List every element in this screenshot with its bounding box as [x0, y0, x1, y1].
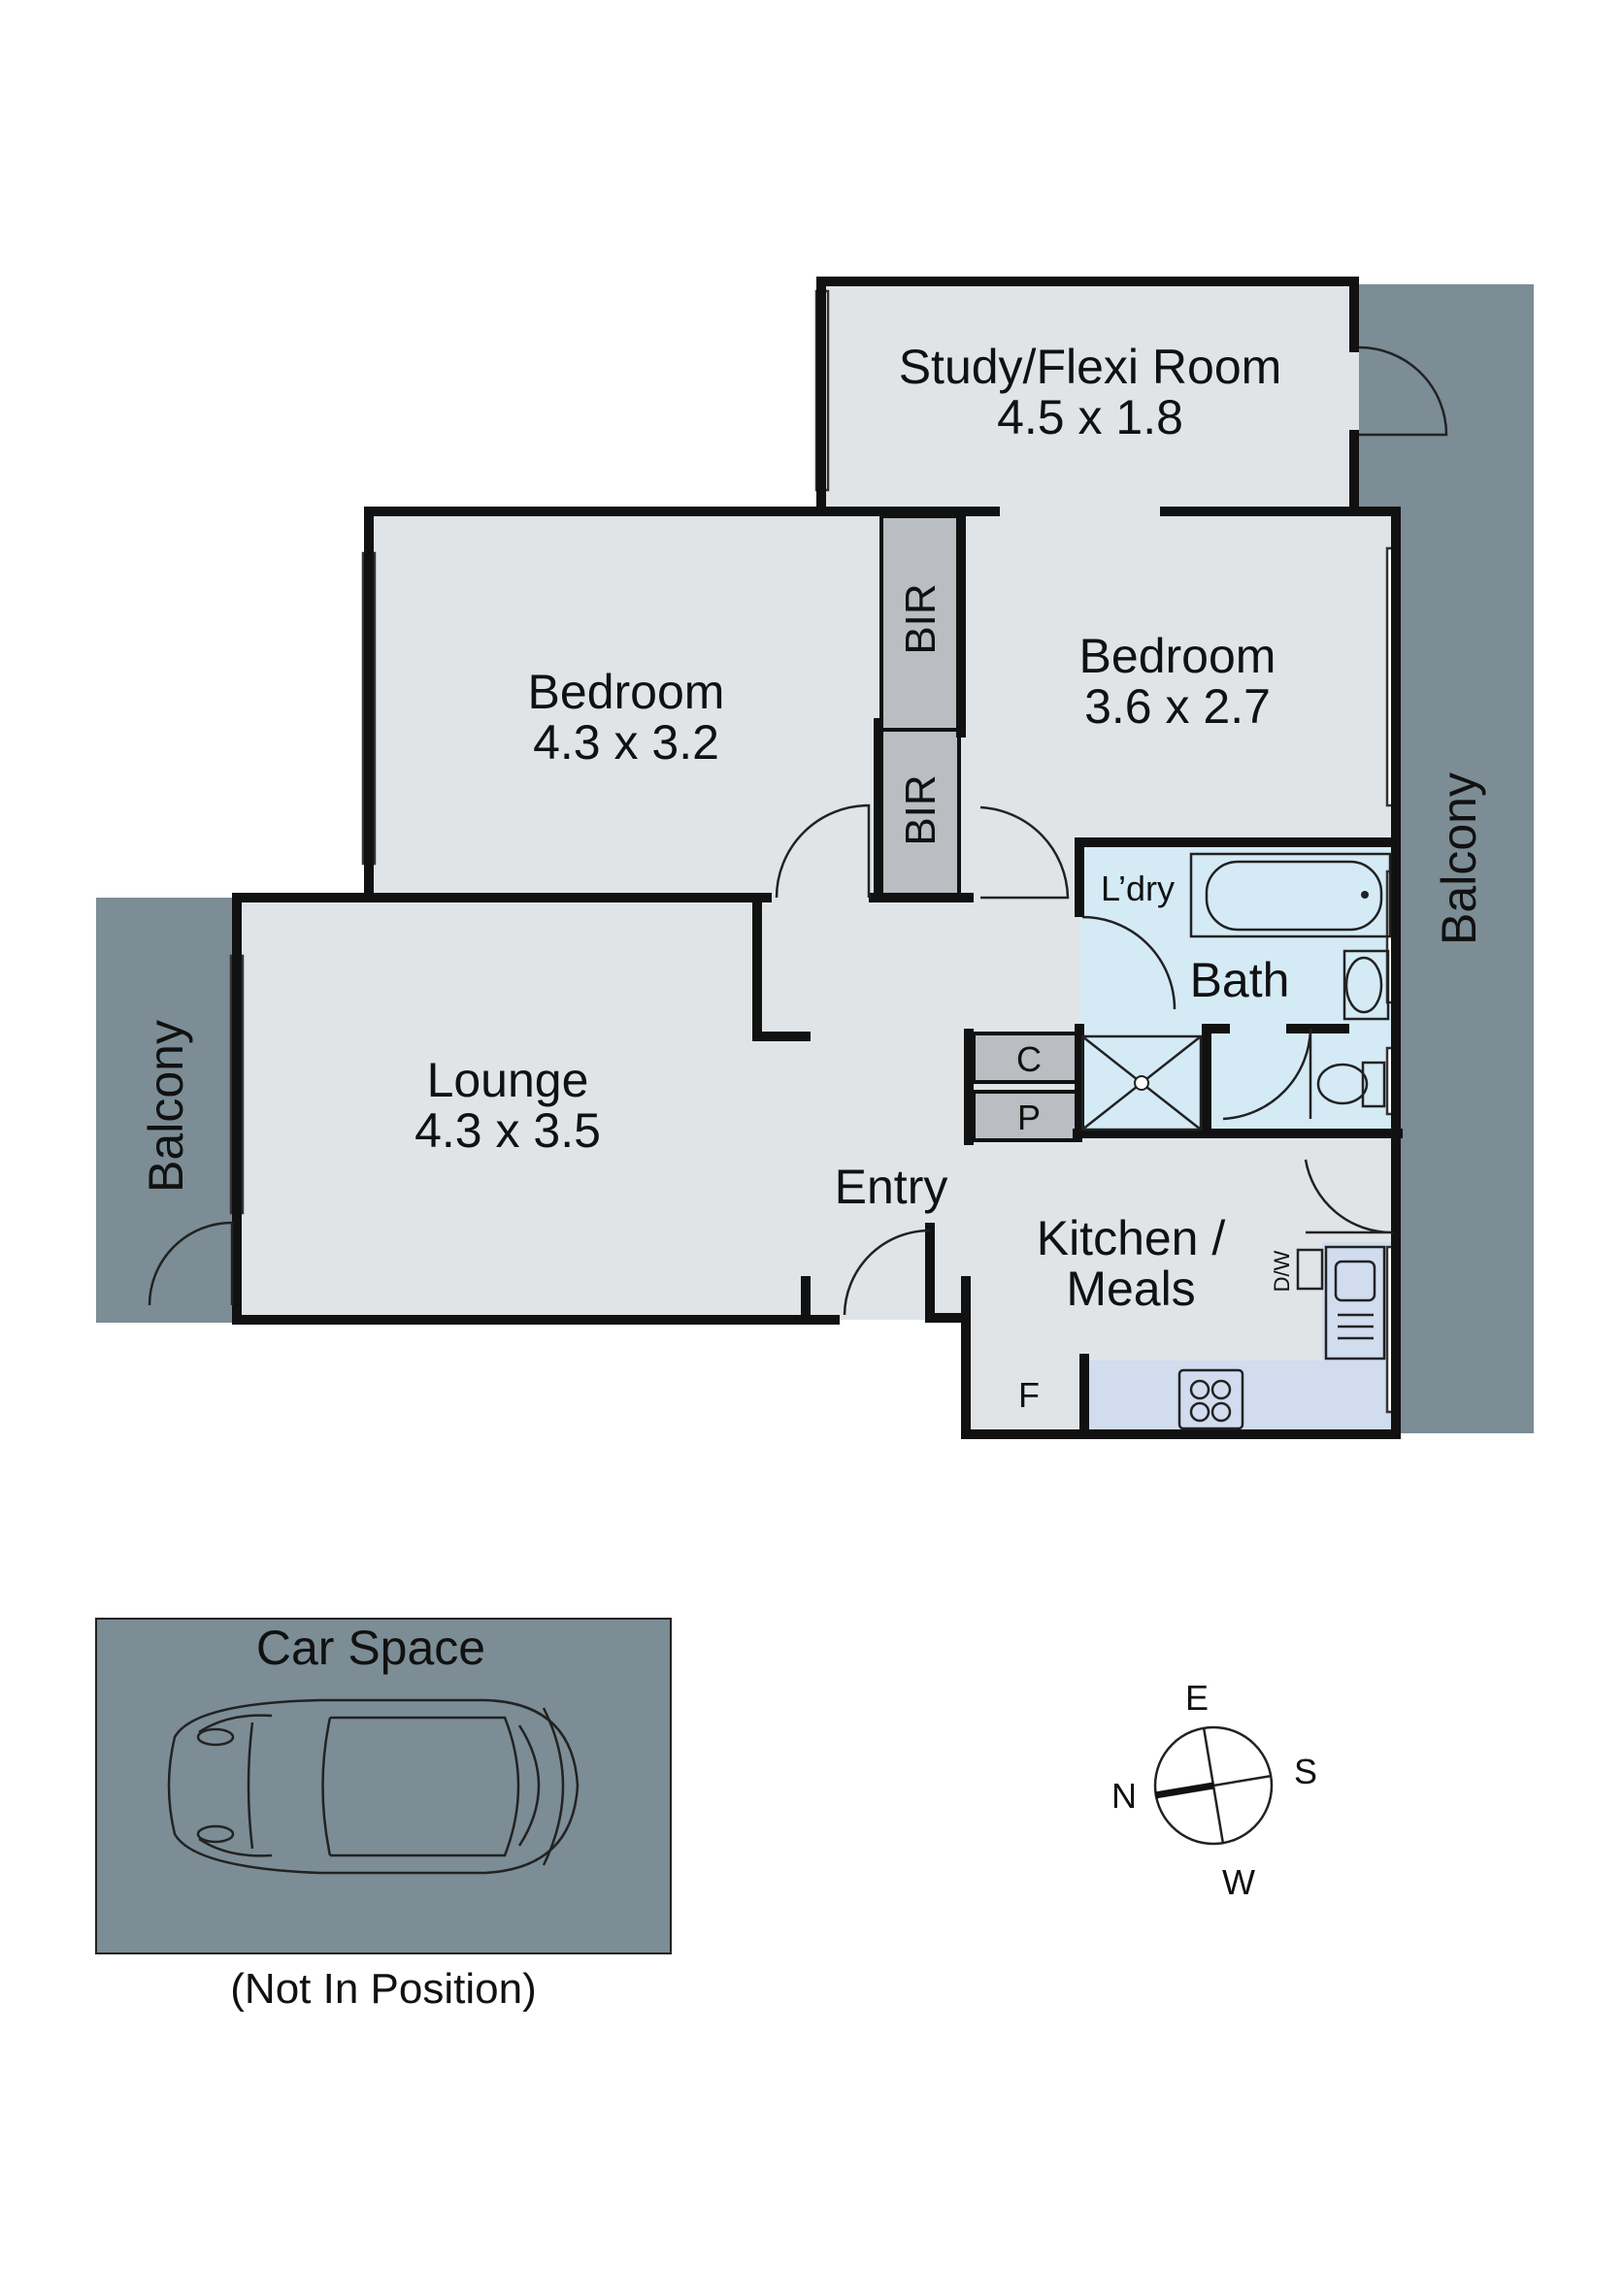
dishwasher-icon — [1296, 1248, 1324, 1291]
cooktop-icon — [1177, 1368, 1244, 1430]
car-space: Car Space (Not In Position) — [95, 1618, 672, 2013]
lounge-name: Lounge — [427, 1053, 589, 1107]
compass-north: N — [1111, 1776, 1137, 1816]
door-swings — [148, 345, 1448, 1316]
car-icon — [167, 1698, 580, 1875]
compass-west: W — [1222, 1862, 1255, 1902]
compass-south: S — [1294, 1752, 1317, 1791]
study-size: 4.5 x 1.8 — [997, 390, 1183, 444]
car-space-note: (Not In Position) — [230, 1965, 536, 2013]
laundry-name: L’dry — [1101, 869, 1175, 908]
pantry-label: P — [1017, 1098, 1041, 1137]
bir-top-label: BIR — [897, 583, 945, 654]
shower-icon — [1080, 1034, 1203, 1132]
balcony-left-area — [96, 898, 237, 1323]
bath-name: Bath — [1190, 953, 1290, 1007]
dishwasher-label: D/W — [1270, 1250, 1294, 1292]
bir-bottom — [879, 728, 961, 897]
sink-icon — [1324, 1245, 1386, 1361]
bedroom-left-size: 4.3 x 3.2 — [533, 715, 719, 770]
balcony-right-label: Balcony — [1432, 772, 1486, 945]
bathtub-icon — [1189, 852, 1392, 938]
bedroom-right-size: 3.6 x 2.7 — [1084, 679, 1271, 734]
bath-floor — [1079, 842, 1395, 1133]
lounge-size: 4.3 x 3.5 — [414, 1103, 601, 1158]
study-name: Study/Flexi Room — [899, 340, 1282, 394]
bir-bottom-label: BIR — [897, 774, 945, 845]
fridge-label: F — [1018, 1375, 1040, 1415]
toilet-icon — [1316, 1061, 1386, 1108]
kitchen-bench — [1084, 1361, 1395, 1433]
vanity-basin-icon — [1342, 949, 1390, 1021]
compass-icon: E S N W — [1111, 1678, 1317, 1902]
kitchen-name-line2: Meals — [1066, 1262, 1195, 1316]
kitchen-name-line1: Kitchen / — [1037, 1211, 1226, 1265]
walls — [232, 277, 1403, 1439]
car-space-label: Car Space — [256, 1621, 485, 1675]
entry-name: Entry — [835, 1160, 948, 1214]
balcony-left-label: Balcony — [139, 1020, 193, 1193]
cupboard-label: C — [1016, 1039, 1042, 1079]
bedroom-right-name: Bedroom — [1079, 629, 1276, 683]
bedroom-left-name: Bedroom — [528, 665, 725, 719]
compass-east: E — [1185, 1678, 1209, 1718]
